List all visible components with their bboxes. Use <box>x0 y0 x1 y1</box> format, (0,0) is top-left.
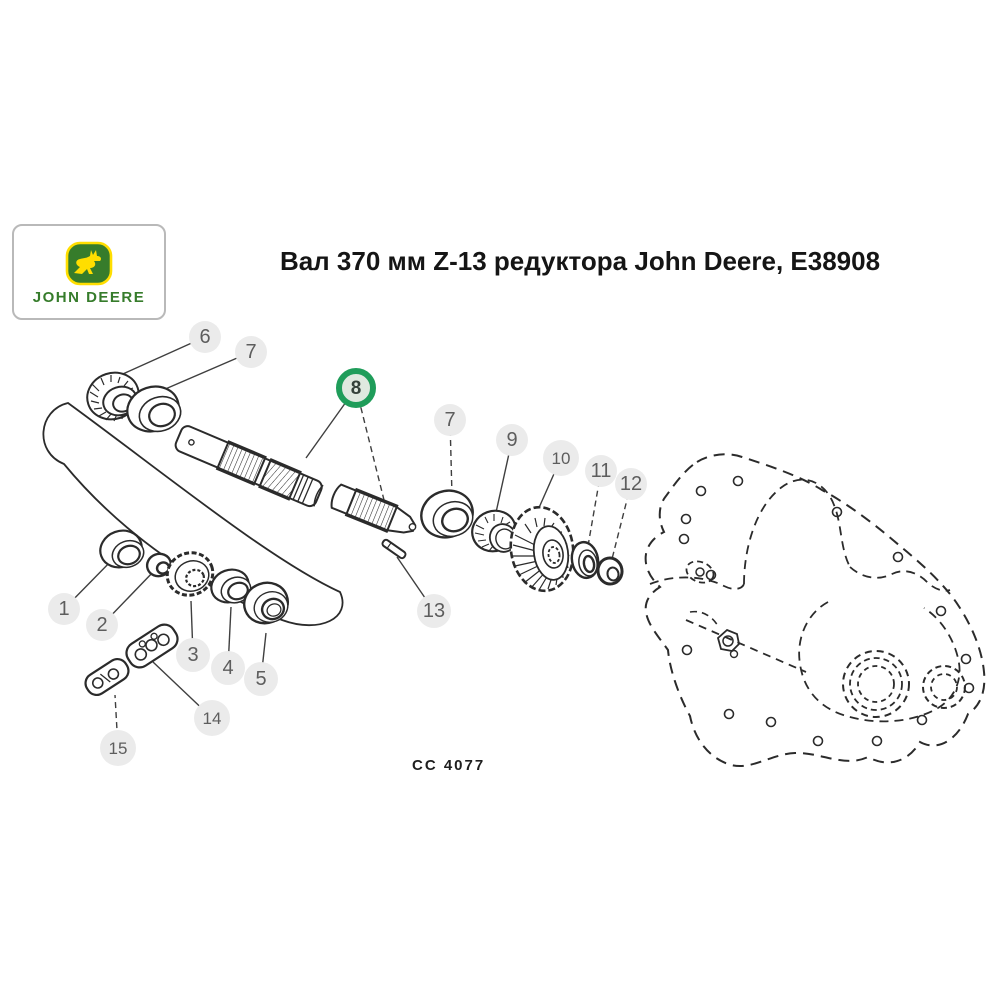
part-1-bushing <box>99 529 145 569</box>
part-15-link <box>84 657 130 697</box>
callout-13: 13 <box>417 594 451 628</box>
callout-5: 5 <box>244 662 278 696</box>
part-13-pin <box>381 538 407 560</box>
figure-code: CC 4077 <box>412 757 486 774</box>
part-11-washer <box>570 540 600 580</box>
part-7-ring-mid <box>420 489 474 539</box>
part-shaft-splined-end <box>330 483 417 534</box>
callout-14: 14 <box>194 700 230 736</box>
callout-4: 4 <box>211 651 245 685</box>
callout-15: 15 <box>100 730 136 766</box>
callout-7-mid: 7 <box>434 404 466 436</box>
part-12-nut <box>596 556 624 586</box>
callout-7-top: 7 <box>235 336 267 368</box>
part-7-ring-top <box>126 385 182 433</box>
callout-9: 9 <box>496 424 528 456</box>
part-3-gear <box>165 551 215 597</box>
part-shaft-front <box>174 425 324 508</box>
part-5-seal <box>243 581 289 625</box>
part-2-washer <box>145 552 173 578</box>
gearbox-housing <box>644 453 986 767</box>
part-4-ring <box>210 568 252 604</box>
callout-8-highlighted: 8 <box>336 368 376 408</box>
callout-1: 1 <box>48 593 80 625</box>
brand-text: JOHN DEERE <box>32 288 146 306</box>
part-10-bevel-gear <box>509 505 575 593</box>
part-14-link <box>125 623 179 669</box>
callout-2: 2 <box>86 609 118 641</box>
page-title: Вал 370 мм Z-13 редуктора John Deere, E3… <box>279 246 881 276</box>
callout-3: 3 <box>176 638 210 672</box>
alignment-loop <box>42 402 344 627</box>
john-deere-logo-icon <box>65 241 113 285</box>
callout-6: 6 <box>189 321 221 353</box>
part-6-collar <box>86 371 140 422</box>
john-deere-logo-box: JOHN DEERE <box>12 224 166 320</box>
callout-12: 12 <box>615 468 647 500</box>
callout-11: 11 <box>585 455 617 487</box>
callout-10: 10 <box>543 440 579 476</box>
